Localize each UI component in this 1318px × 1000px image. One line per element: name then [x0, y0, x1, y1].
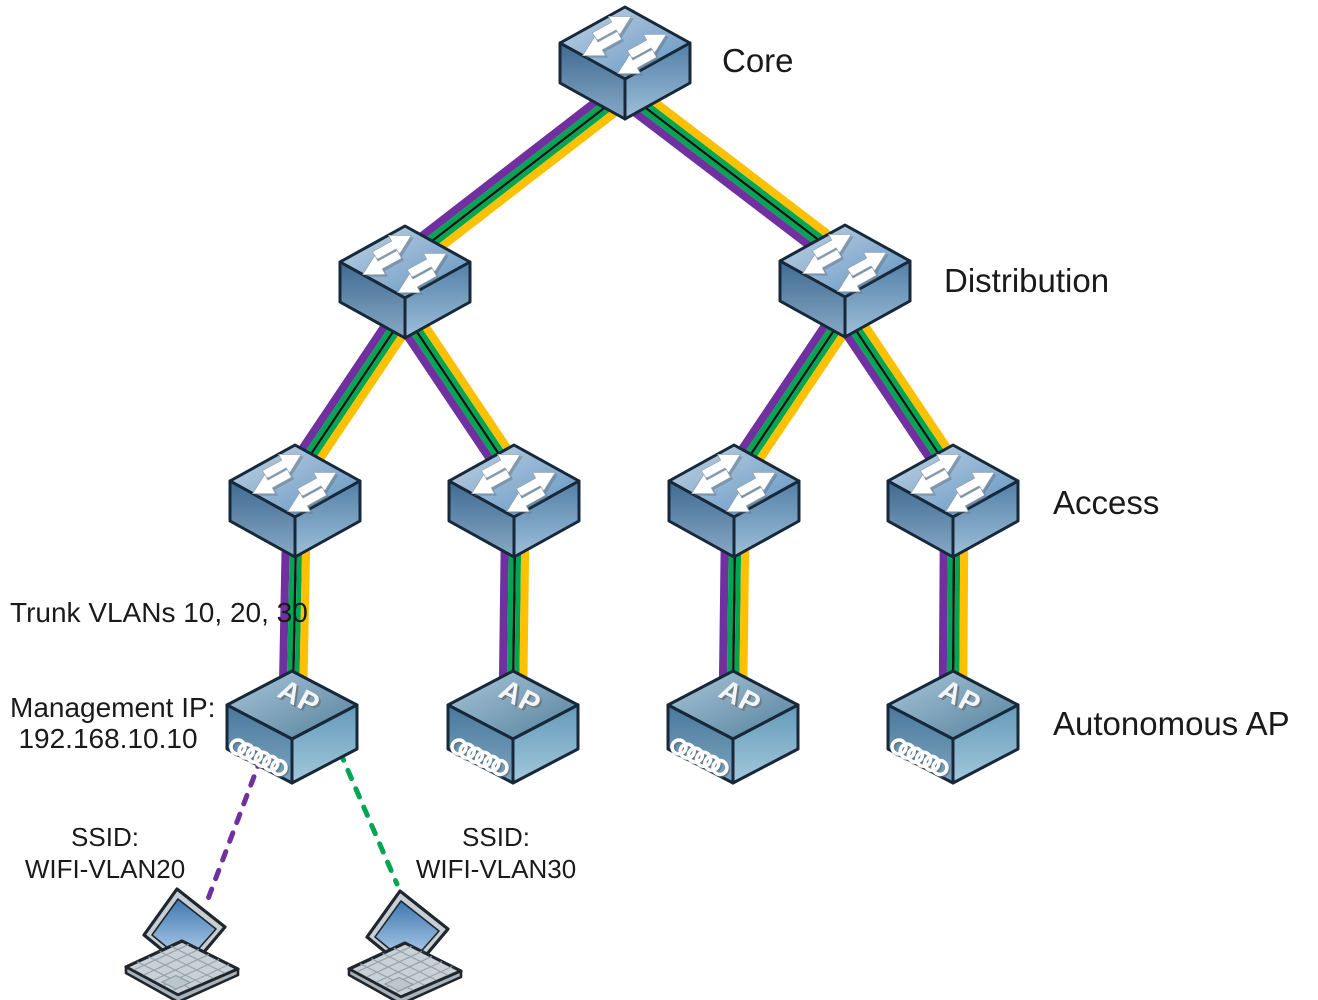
management-ip-label: Management IP:	[10, 692, 216, 723]
tier-label-access: Access	[1053, 484, 1160, 521]
ssid-vlan20-annotation: SSID: WIFI-VLAN20	[15, 821, 195, 885]
access-switch-3-icon	[669, 445, 799, 557]
wireless-links-layer	[205, 749, 400, 902]
wifi-vlan30-link	[337, 749, 400, 887]
trunk-vlans-annotation: Trunk VLANs 10, 20, 30	[10, 597, 308, 628]
core-switch-icon	[560, 7, 690, 119]
ssid-vlan20-value: WIFI-VLAN20	[24, 854, 186, 884]
trunk-link-1	[388, 74, 642, 280]
laptop-wifi-vlan20-icon	[124, 887, 240, 1000]
ssid-vlan30-annotation: SSID: WIFI-VLAN30	[402, 821, 590, 885]
trunk-links-layer	[277, 74, 973, 706]
tier-label-autonomous-ap: Autonomous AP	[1053, 705, 1290, 742]
laptop-wifi-vlan30-icon	[347, 889, 463, 1000]
access-switch-2-icon	[449, 445, 579, 557]
management-ip-annotation: Management IP: 192.168.10.10	[10, 692, 216, 754]
trunk-vlans-text: Trunk VLANs 10, 20, 30	[10, 597, 308, 628]
management-ip-value: 192.168.10.10	[18, 723, 198, 754]
ssid-label: SSID:	[462, 822, 530, 852]
tier-label-core: Core	[722, 42, 794, 79]
ssid-vlan30-value: WIFI-VLAN30	[415, 854, 577, 884]
tier-label-distribution: Distribution	[944, 262, 1110, 299]
ssid-label: SSID:	[71, 822, 139, 852]
access-switch-4-icon	[888, 445, 1018, 557]
wifi-vlan20-link	[205, 755, 264, 902]
access-switch-1-icon	[230, 445, 360, 557]
